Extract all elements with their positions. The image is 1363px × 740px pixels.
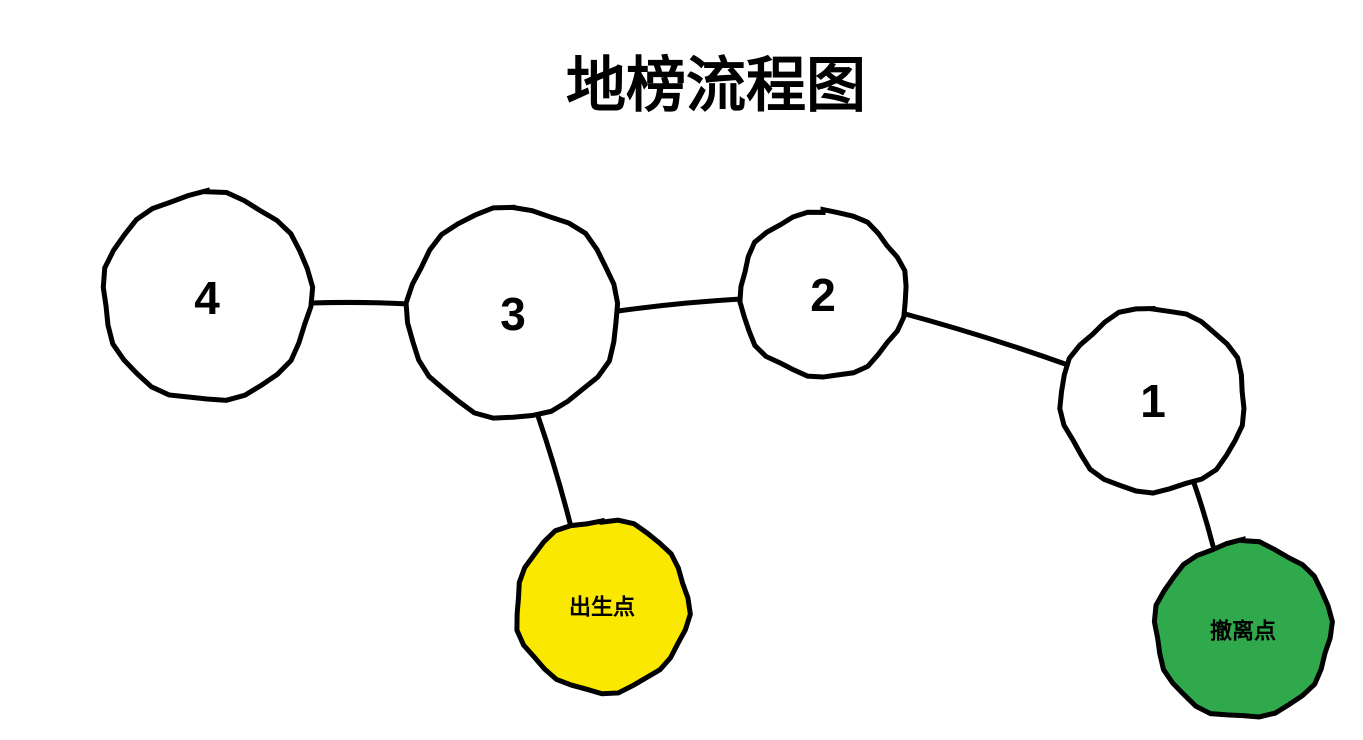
node-label-n4: 4 [194,272,220,324]
node-label-spawn: 出生点 [569,595,635,620]
node-n1[interactable]: 1 [1057,305,1247,496]
node-circle-n1[interactable] [1057,305,1247,496]
node-circle-n3[interactable] [403,204,621,421]
node-n4[interactable]: 4 [100,187,316,403]
edge-n3-to-spawn [535,413,573,526]
node-circle-extract[interactable] [1151,536,1335,720]
edge-n1-to-extract [1191,480,1216,549]
node-circle-spawn[interactable] [514,517,693,697]
node-label-n1: 1 [1140,375,1166,427]
edge-n2-to-n1 [895,309,1071,368]
node-extract[interactable]: 撤离点 [1151,536,1335,720]
node-circle-n4[interactable] [100,187,316,403]
node-spawn[interactable]: 出生点 [514,517,693,697]
node-label-n2: 2 [810,269,836,321]
node-circle-n2[interactable] [737,206,909,380]
node-label-extract: 撤离点 [1210,619,1276,644]
node-n3[interactable]: 3 [403,204,621,421]
edge-n4-to-n3 [308,299,412,307]
edge-n3-to-n2 [615,296,744,314]
page-title: 地榜流程图 [566,52,866,119]
node-n2[interactable]: 2 [737,206,909,380]
edge-layer [308,296,1216,549]
node-label-n3: 3 [500,288,526,340]
